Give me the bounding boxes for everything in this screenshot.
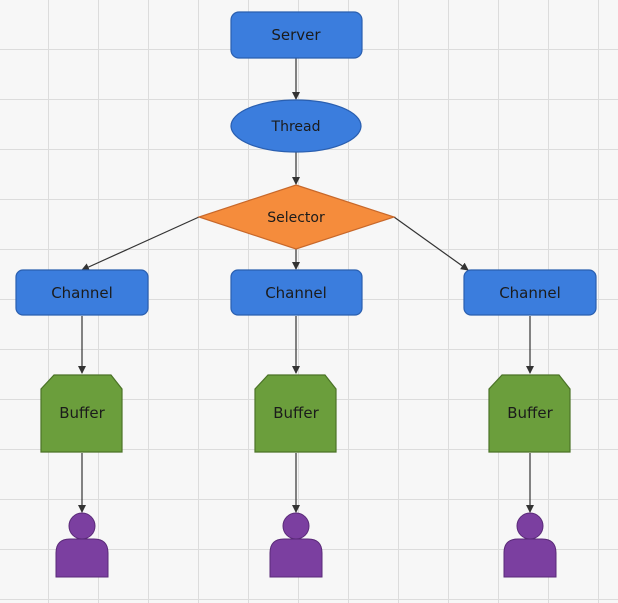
selector-node[interactable]: Selector — [197, 184, 396, 250]
client-person-icon-right — [503, 512, 557, 578]
person-body — [503, 538, 557, 578]
channel-node-middle[interactable]: Channel — [230, 269, 363, 316]
channel-label: Channel — [51, 284, 113, 302]
thread-label: Thread — [271, 119, 321, 135]
buffer-shape — [488, 374, 571, 453]
channel-label: Channel — [499, 284, 561, 302]
connector-selector-channel-left — [81, 216, 200, 271]
connectors — [78, 58, 534, 513]
channel-box — [230, 269, 363, 316]
thread-node[interactable]: Thread — [230, 99, 362, 153]
channel-label: Channel — [265, 284, 327, 302]
person-head — [282, 512, 310, 540]
person-body — [55, 538, 109, 578]
server-node[interactable]: Server — [230, 11, 363, 59]
thread-ellipse — [230, 99, 362, 153]
selector-diamond — [197, 184, 396, 250]
person-head — [516, 512, 544, 540]
buffer-node-left[interactable]: Buffer — [40, 374, 123, 453]
person-head — [68, 512, 96, 540]
server-box — [230, 11, 363, 59]
buffer-shape — [40, 374, 123, 453]
channel-box — [463, 269, 597, 316]
channel-box — [15, 269, 149, 316]
buffer-node-middle[interactable]: Buffer — [254, 374, 337, 453]
buffer-label: Buffer — [273, 404, 319, 422]
buffer-label: Buffer — [507, 404, 553, 422]
channel-node-right[interactable]: Channel — [463, 269, 597, 316]
client-person-icon-middle — [269, 512, 323, 578]
connector-selector-channel-right — [393, 216, 469, 271]
selector-label: Selector — [267, 210, 325, 226]
buffer-shape — [254, 374, 337, 453]
client-person-icon-left — [55, 512, 109, 578]
channel-node-left[interactable]: Channel — [15, 269, 149, 316]
server-label: Server — [271, 26, 321, 44]
buffer-node-right[interactable]: Buffer — [488, 374, 571, 453]
buffer-label: Buffer — [59, 404, 105, 422]
person-body — [269, 538, 323, 578]
